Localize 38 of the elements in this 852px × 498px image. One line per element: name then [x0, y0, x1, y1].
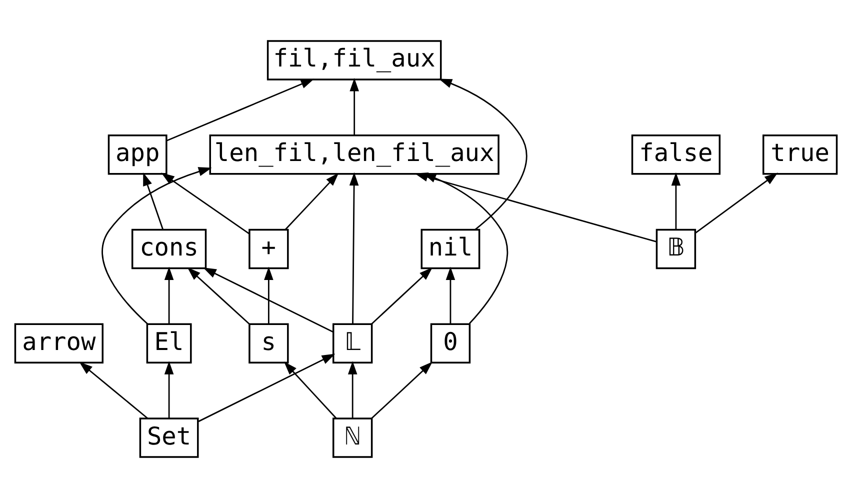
arrow — [438, 78, 528, 230]
arrow — [202, 268, 334, 333]
arrow — [161, 172, 250, 234]
node-box: len_fil,len_fil_aux — [209, 134, 500, 175]
node-box: Set — [139, 418, 199, 458]
arrow — [187, 267, 250, 325]
arrow — [143, 172, 164, 230]
node-box: fil,fil_aux — [266, 40, 442, 80]
node-box: false — [631, 134, 721, 175]
node-box: 𝔹 — [656, 228, 696, 270]
node-box: ℕ — [332, 418, 373, 458]
node-box: nil — [420, 228, 480, 270]
arrow — [264, 266, 274, 324]
arrow — [164, 266, 174, 324]
node-box: s — [248, 323, 289, 364]
node-box: 𝕃 — [332, 323, 373, 364]
arrow — [198, 354, 336, 422]
arrow — [694, 172, 778, 234]
arrow — [284, 362, 337, 419]
arrow — [370, 362, 433, 420]
arrow — [348, 361, 358, 418]
arrow — [349, 172, 359, 324]
arrow — [370, 267, 433, 325]
node-box: app — [108, 134, 168, 175]
node-box: El — [146, 323, 192, 364]
arrow — [166, 78, 314, 142]
arrow — [284, 172, 339, 230]
node-box: arrow — [14, 323, 104, 364]
arrow — [79, 362, 148, 420]
node-box: + — [248, 228, 289, 270]
node-box: 0 — [430, 323, 471, 364]
arrow — [102, 167, 212, 325]
arrow — [164, 361, 174, 418]
arrow — [446, 266, 456, 324]
node-box: cons — [131, 228, 207, 270]
arrow — [671, 172, 681, 230]
node-box: true — [762, 134, 838, 175]
arrow — [350, 78, 359, 136]
